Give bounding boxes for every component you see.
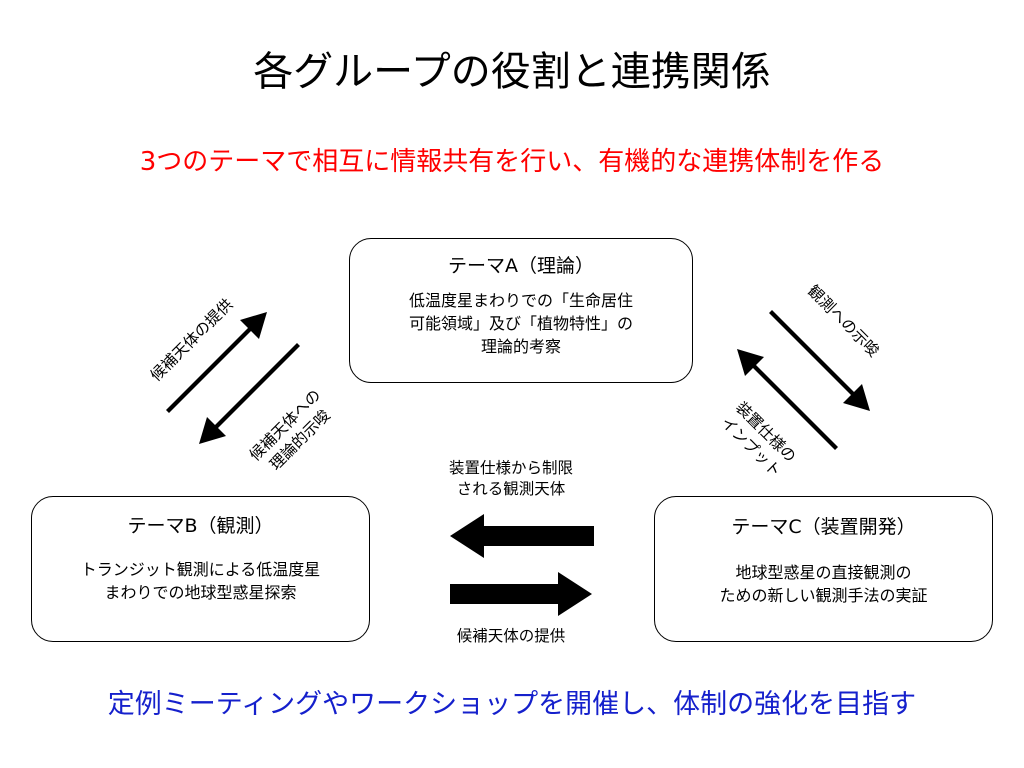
theme-c-title: テーマC（装置開発） (731, 516, 916, 538)
arrow-b-to-c (450, 572, 592, 616)
arrow-c-to-a (737, 349, 838, 450)
theme-a-description: 低温度星まわりでの「生命居住 可能領域」及び「植物特性」の 理論的考察 (408, 291, 633, 356)
theme-a-box: テーマA（理論） 低温度星まわりでの「生命居住 可能領域」及び「植物特性」の 理… (349, 238, 693, 383)
slide-title: 各グループの役割と連携関係 (253, 49, 771, 95)
arrow-b-to-a (166, 312, 267, 413)
theme-b-description: トランジット観測による低温度星 まわりでの地球型惑星探索 (80, 560, 321, 602)
arrow-a-to-c (769, 310, 870, 411)
arrow-c-to-b (450, 514, 594, 558)
theme-b-title: テーマB（観測） (127, 515, 274, 537)
theme-c-box: テーマC（装置開発） 地球型惑星の直接観測の ための新しい観測手法の実証 (654, 496, 993, 642)
theme-b-box: テーマB（観測） トランジット観測による低温度星 まわりでの地球型惑星探索 (31, 496, 370, 642)
arrow-a-to-b (199, 343, 300, 444)
theme-a-title: テーマA（理論） (448, 255, 594, 277)
label-c-to-b: 装置仕様から制限 される観測天体 (448, 459, 573, 498)
label-b-to-c: 候補天体の提供 (456, 627, 566, 645)
slide-subtitle: 3つのテーマで相互に情報共有を行い、有機的な連携体制を作る (139, 147, 885, 177)
slide-footer: 定例ミーティングやワークショップを開催し、体制の強化を目指す (107, 689, 917, 720)
theme-c-description: 地球型惑星の直接観測の ための新しい観測手法の実証 (719, 563, 928, 605)
